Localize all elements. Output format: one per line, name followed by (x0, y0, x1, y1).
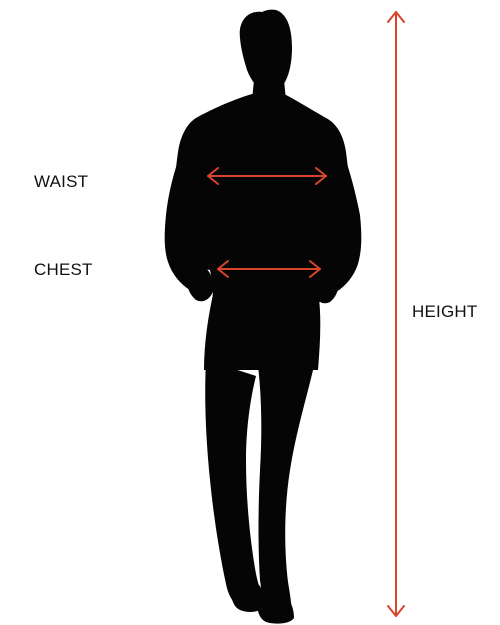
chest-label: CHEST (34, 260, 93, 280)
person-silhouette-icon (165, 10, 362, 624)
waist-label: WAIST (34, 172, 88, 192)
height-arrow (388, 12, 404, 616)
height-label: HEIGHT (412, 302, 477, 322)
